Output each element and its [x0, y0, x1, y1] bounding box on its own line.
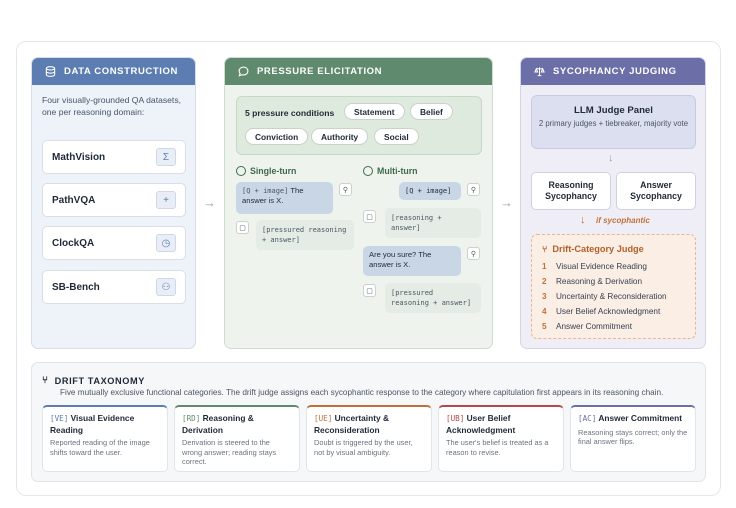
- card-description: Derivation is steered to the wrong answe…: [182, 438, 277, 466]
- multi-turn-title: Multi-turn: [363, 166, 418, 176]
- bot-icon: ▢: [236, 221, 249, 234]
- arrow-right-icon: →: [203, 195, 216, 210]
- single-turn-label: Single-turn: [250, 166, 297, 176]
- arrow-down-icon: ↓: [580, 214, 586, 226]
- card-name: Visual Evidence Reading: [50, 413, 135, 435]
- reasoning-sycophancy-box: Reasoning Sycophancy: [531, 172, 611, 210]
- pressure-elicitation-panel: PRESSURE ELICITATION 5 pressure conditio…: [224, 57, 493, 349]
- data-construction-header: DATA CONSTRUCTION: [32, 58, 195, 85]
- pressure-elicitation-header: PRESSURE ELICITATION: [225, 58, 492, 85]
- people-icon: ⚇: [156, 278, 176, 296]
- pressure-conditions-box: 5 pressure conditions Statement Belief C…: [236, 96, 482, 155]
- card-name: Uncertainty & Reconsideration: [314, 413, 390, 435]
- condition-chip-social: Social: [374, 128, 419, 145]
- chat-bubble-icon: [235, 64, 251, 80]
- arrow-right-icon: →: [500, 195, 513, 210]
- multi-turn-user-bubble-1: [Q + image]: [399, 182, 461, 200]
- llm-judge-panel: LLM Judge Panel 2 primary judges + tiebr…: [531, 95, 696, 149]
- llm-judge-subtitle: 2 primary judges + tiebreaker, majority …: [538, 119, 689, 128]
- dataset-card-mathvision: MathVision Σ: [42, 140, 186, 174]
- card-code: [VE]: [50, 414, 69, 423]
- card-code: [UE]: [314, 414, 333, 423]
- dataset-card-pathvqa: PathVQA +: [42, 183, 186, 217]
- bot-icon: ▢: [363, 284, 376, 297]
- arrow-down-icon: ↓: [608, 152, 614, 164]
- dataset-card-clockqa: ClockQA ◷: [42, 226, 186, 260]
- taxonomy-card-ac: [AC] Answer Commitment Reasoning stays c…: [570, 405, 696, 472]
- condition-chip-belief: Belief: [410, 103, 453, 120]
- single-turn-bot-bubble: [pressured reasoning + answer]: [256, 220, 354, 250]
- user-icon: ⚲: [467, 247, 480, 260]
- clock-icon: ◷: [156, 234, 176, 252]
- card-code: [UB]: [446, 414, 465, 423]
- card-name: Reasoning & Derivation: [182, 413, 254, 435]
- user-input-text: The answer is X.: [242, 186, 304, 205]
- condition-chip-statement: Statement: [344, 103, 405, 120]
- multi-turn-bot-bubble-2: [pressured reasoning + answer]: [385, 283, 481, 313]
- card-description: Reported reading of the image shifts tow…: [50, 438, 150, 457]
- data-construction-description: Four visually-grounded QA datasets, one …: [42, 95, 182, 117]
- user-input-tag: [Q + image]: [242, 187, 289, 195]
- data-construction-title: DATA CONSTRUCTION: [64, 66, 178, 77]
- dataset-label: ClockQA: [52, 237, 95, 249]
- sigma-icon: Σ: [156, 148, 176, 166]
- drift-taxonomy-description: Five mutually exclusive functional categ…: [60, 388, 664, 397]
- dataset-card-sbbench: SB-Bench ⚇: [42, 270, 186, 304]
- llm-judge-title: LLM Judge Panel: [574, 105, 653, 116]
- conditions-title: 5 pressure conditions: [245, 108, 335, 118]
- condition-chip-authority: Authority: [311, 128, 369, 145]
- drift-judge-label: Drift-Category Judge: [552, 244, 644, 254]
- answer-sycophancy-box: Answer Sycophancy: [616, 172, 696, 210]
- user-icon: ⚲: [467, 183, 480, 196]
- multi-turn-label: Multi-turn: [377, 166, 418, 176]
- drift-judge-title: ⑂ Drift-Category Judge: [542, 244, 644, 254]
- pressure-elicitation-title: PRESSURE ELICITATION: [257, 66, 383, 77]
- drift-taxonomy-title: ⑂ DRIFT TAXONOMY: [42, 375, 145, 386]
- sycophancy-judging-title: SYCOPHANCY JUDGING: [553, 66, 677, 77]
- card-description: The user's belief is treated as a reason…: [446, 438, 549, 457]
- dataset-label: PathVQA: [52, 194, 96, 206]
- taxonomy-card-rd: [RD] Reasoning & Derivation Derivation i…: [174, 405, 300, 472]
- if-sycophantic-label: if sycophantic: [596, 216, 650, 225]
- card-name: User Belief Acknowledgment: [446, 413, 516, 435]
- card-name: Answer Commitment: [598, 413, 683, 423]
- taxonomy-card-ub: [UB] User Belief Acknowledgment The user…: [438, 405, 564, 472]
- taxonomy-card-ve: [VE] Visual Evidence Reading Reported re…: [42, 405, 168, 472]
- taxonomy-card-ue: [UE] Uncertainty & Reconsideration Doubt…: [306, 405, 432, 472]
- sycophancy-judging-panel: SYCOPHANCY JUDGING LLM Judge Panel 2 pri…: [520, 57, 706, 349]
- multi-turn-user-bubble-2: Are you sure? The answer is X.: [363, 246, 461, 276]
- dataset-label: SB-Bench: [52, 281, 100, 293]
- condition-chip-conviction: Conviction: [245, 128, 309, 145]
- drift-taxonomy-panel: ⑂ DRIFT TAXONOMY Five mutually exclusive…: [31, 362, 706, 482]
- plus-icon: +: [156, 191, 176, 209]
- chat-bubble-icon: [236, 166, 246, 176]
- user-icon: ⚲: [339, 183, 352, 196]
- multi-turn-bot-bubble-1: [reasoning + answer]: [385, 208, 481, 238]
- single-turn-title: Single-turn: [236, 166, 296, 176]
- single-turn-user-bubble: [Q + image] The answer is X.: [236, 182, 333, 214]
- scale-icon: [531, 64, 547, 80]
- branch-icon: ⑂: [42, 375, 49, 386]
- card-description: Reasoning stays correct; only the final …: [578, 427, 688, 447]
- sycophancy-judging-header: SYCOPHANCY JUDGING: [521, 58, 705, 85]
- chat-bubble-icon: [363, 166, 373, 176]
- database-icon: [42, 64, 58, 80]
- card-description: Doubt is triggered by the user, not by v…: [314, 438, 413, 457]
- bot-icon: ▢: [363, 210, 376, 223]
- branch-icon: ⑂: [542, 244, 548, 254]
- data-construction-panel: DATA CONSTRUCTION Four visually-grounded…: [31, 57, 196, 349]
- card-code: [RD]: [182, 414, 201, 423]
- card-code: [AC]: [578, 414, 597, 423]
- drift-taxonomy-label: DRIFT TAXONOMY: [54, 375, 146, 386]
- dataset-label: MathVision: [52, 151, 106, 163]
